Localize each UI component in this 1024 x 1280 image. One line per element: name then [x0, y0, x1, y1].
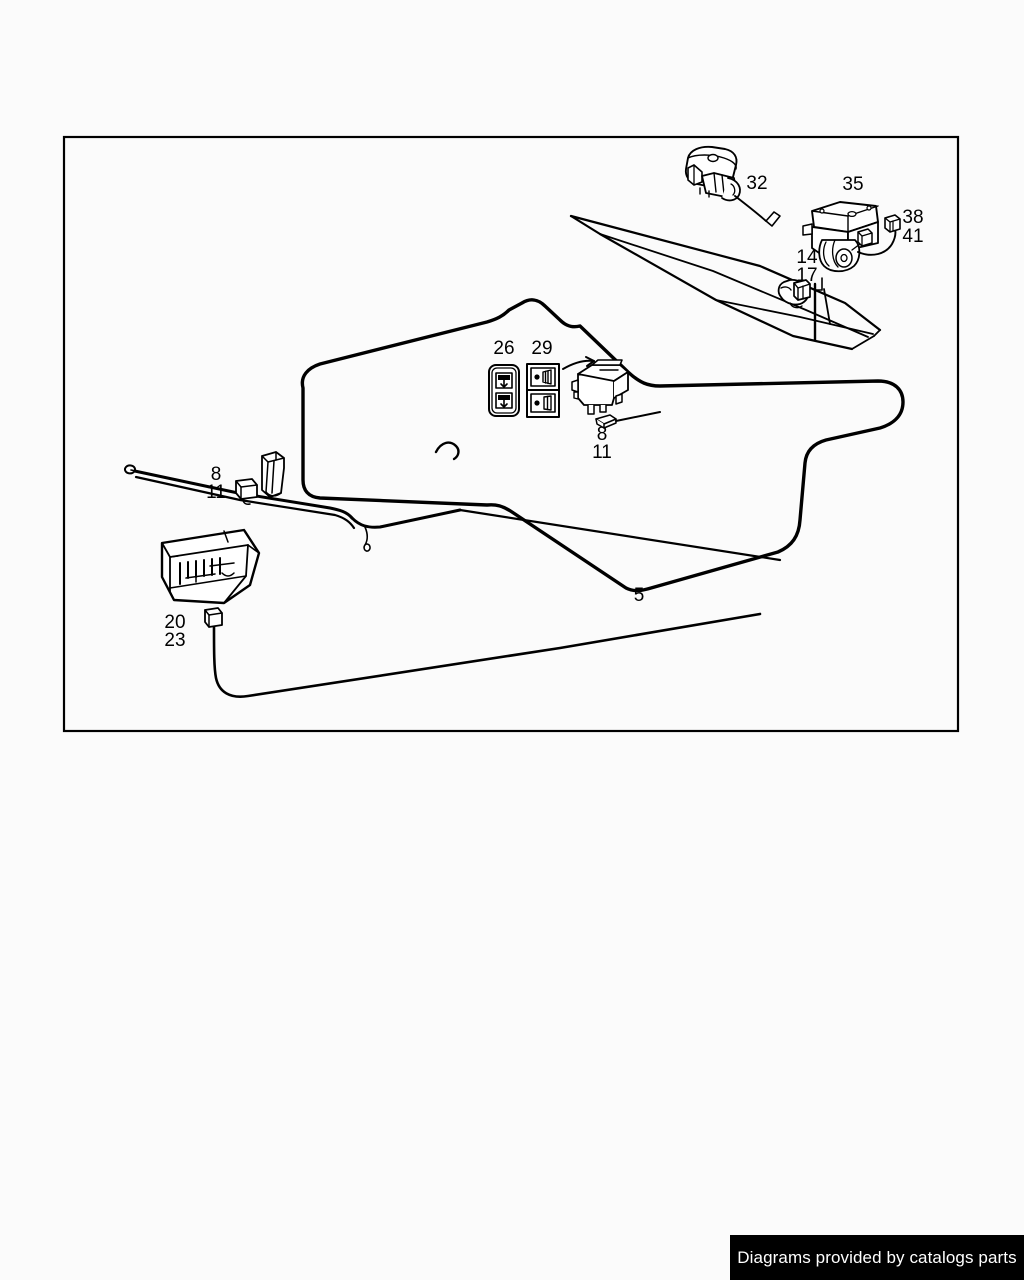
control-unit-connector-wire	[204, 607, 762, 698]
callout-8-left: 8	[211, 464, 222, 485]
harness-clip-14-17	[777, 277, 823, 342]
switch-assembly-arrow	[562, 356, 595, 370]
watermark-label: Diagrams provided by catalogs parts	[737, 1247, 1017, 1267]
two-button-switch-29	[526, 363, 560, 418]
callout-5: 5	[634, 585, 645, 606]
actuator-motor-32	[684, 145, 781, 227]
callout-11-left: 11	[206, 482, 226, 503]
window-lift-switch-26	[488, 364, 520, 417]
harness-notch	[434, 441, 460, 461]
harness-clip-8-11-left	[235, 451, 285, 505]
callout-23: 23	[164, 630, 185, 651]
switch-body-8-11	[571, 359, 661, 429]
callout-32: 32	[746, 173, 767, 194]
callout-labels: 32 35 38 41 14 17 26 29 8 11 8 11 5 20 2…	[164, 173, 923, 651]
control-unit-20-23	[160, 528, 261, 605]
callout-17: 17	[796, 265, 817, 286]
callout-29: 29	[531, 338, 552, 359]
pump-motor-assembly-35	[802, 201, 901, 273]
diagram-frame	[62, 135, 960, 733]
main-harness-5	[300, 298, 905, 593]
harness-branch-lower	[124, 464, 782, 562]
callout-35: 35	[842, 174, 863, 195]
callout-11-center: 11	[592, 442, 612, 463]
callout-8-center: 8	[597, 424, 608, 445]
callout-26: 26	[493, 338, 514, 359]
callout-20: 20	[164, 612, 185, 633]
callout-41: 41	[902, 226, 923, 247]
callout-14: 14	[796, 247, 818, 268]
callout-38: 38	[902, 207, 923, 228]
watermark-banner: Diagrams provided by catalogs parts	[730, 1235, 1024, 1280]
